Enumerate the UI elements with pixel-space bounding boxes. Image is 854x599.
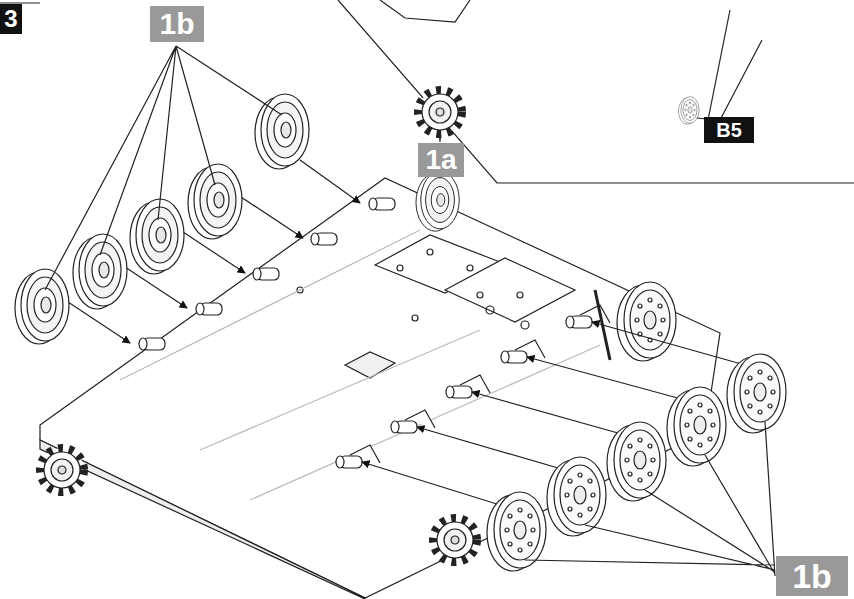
assembly-arrow xyxy=(65,160,360,343)
sprocket-wheel xyxy=(433,518,477,562)
road-wheel xyxy=(607,422,666,501)
road-wheel xyxy=(73,234,127,309)
sprocket-wheel xyxy=(40,448,84,492)
axle-stub xyxy=(196,303,222,315)
road-wheel xyxy=(487,492,546,571)
axle-stub xyxy=(253,268,279,280)
axle-stub xyxy=(369,198,395,210)
road-wheel xyxy=(130,199,184,274)
axle-stub xyxy=(391,421,417,433)
leader-line xyxy=(45,46,775,576)
callout-number: 3 xyxy=(4,7,17,31)
callout-number: B5 xyxy=(716,120,742,140)
axle-stub xyxy=(501,351,527,363)
road-wheel xyxy=(255,94,309,169)
axle-stub xyxy=(566,316,592,328)
part-number: 1b xyxy=(150,6,204,42)
road-wheel xyxy=(416,171,459,231)
part-number: B5 xyxy=(704,117,754,143)
callout-number: 1a xyxy=(425,146,456,174)
road-wheel xyxy=(547,457,606,536)
leader-line xyxy=(697,10,762,120)
callout-number: 1b xyxy=(159,9,194,39)
hull-edge xyxy=(40,440,365,599)
axle-stub xyxy=(139,338,165,350)
part-number: 1a xyxy=(418,143,464,177)
road-wheel xyxy=(727,354,786,433)
hull-plate xyxy=(40,178,720,598)
suspension-arm xyxy=(350,290,610,463)
road-wheel xyxy=(15,269,69,344)
axle-stub xyxy=(336,456,362,468)
part-number: 1b xyxy=(776,556,848,596)
inset-frame xyxy=(338,0,854,183)
road-wheel xyxy=(667,387,726,466)
sprocket-wheel xyxy=(418,90,462,134)
hatch-panels xyxy=(297,235,575,378)
road-wheel xyxy=(188,164,242,239)
road-wheel xyxy=(617,282,676,361)
axle-stub xyxy=(311,233,337,245)
panel-line xyxy=(120,230,600,500)
step-number: 3 xyxy=(0,4,22,34)
small-wheel xyxy=(678,97,699,125)
axle-stub xyxy=(446,386,472,398)
callout-number: 1b xyxy=(792,559,832,593)
hull-corner xyxy=(380,0,470,22)
